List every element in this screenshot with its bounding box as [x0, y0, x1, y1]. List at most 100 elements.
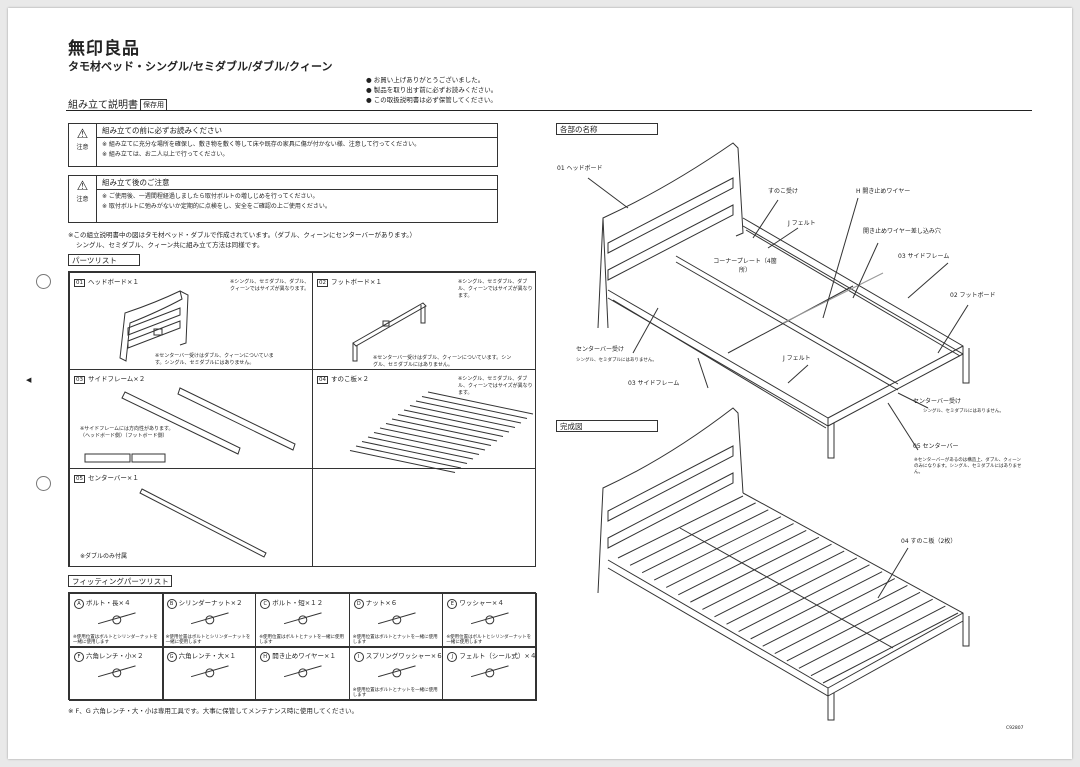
- parts-list-label: パーツリスト: [68, 254, 140, 266]
- complete-section-label: 完成図: [556, 420, 658, 432]
- part-name: サイドフレーム×２: [88, 375, 146, 383]
- fitting-name: 六角レンチ・大×１: [178, 652, 237, 660]
- headboard-drawing: [119, 290, 189, 362]
- punch-hole: [36, 274, 51, 289]
- slats-drawing: [349, 391, 534, 473]
- center-bar-drawing: [139, 488, 267, 558]
- header-note: ● 製品を取り出す前に必ずお読みください。: [366, 86, 498, 94]
- callout-footboard: 02 フットボード: [950, 292, 996, 299]
- bed-slat-line: [629, 502, 756, 566]
- part-number: 04: [317, 376, 328, 384]
- callout-headboard: 01 ヘッドボード: [557, 165, 603, 172]
- document-code: C92807: [1006, 726, 1024, 731]
- warning-line: ※ 組み立てに充分な場所を確保し、敷き物を敷く等して床や既存の家具に傷が付かない…: [102, 141, 421, 148]
- fitting-letter: H: [260, 652, 271, 662]
- fitting-name: ボルト・長×４: [86, 599, 131, 607]
- fitting-letter: C: [260, 599, 271, 609]
- part-number: 02: [317, 279, 328, 287]
- slat-line: [397, 414, 504, 437]
- bed-slat-line: [798, 598, 933, 669]
- names-section-label: 各部の名称: [556, 123, 658, 135]
- fitting-name: シリンダーナット×２: [178, 599, 243, 607]
- fitting-letter: I: [353, 652, 364, 662]
- header-note: ● お買い上げありがとうございました。: [366, 76, 485, 84]
- header-note: ● この取扱説明書は必ず保管してください。: [366, 96, 497, 104]
- fitting-letter: A: [74, 599, 84, 609]
- slat-line: [409, 405, 516, 428]
- bed-slat-line: [822, 612, 959, 684]
- fitting-drawing: [190, 612, 229, 625]
- slat-line: [391, 418, 498, 442]
- punch-hole: [36, 476, 51, 491]
- fitting-name: ワッシャー×４: [459, 599, 504, 607]
- part-number: 03: [74, 376, 85, 384]
- part-name: フットボード×１: [331, 278, 382, 286]
- part-number: 05: [74, 475, 85, 483]
- part-subnote: ※サイドフレームには方向性があります。（ヘッドボード側）（フットボード側）: [80, 426, 174, 439]
- bed-slat-line: [617, 495, 744, 559]
- slat-line: [403, 409, 510, 433]
- callout-side-frame-bottom: 03 サイドフレーム: [628, 380, 680, 387]
- callout-center-receiver-note: シングル、セミダブルにはありません。: [576, 358, 657, 363]
- callout-center-receiver-right-note: シングル、セミダブルにはありません。: [923, 409, 1004, 414]
- callout-side-frame-top: 03 サイドフレーム: [898, 253, 950, 260]
- callout-slat-rail: すのこ受け: [768, 188, 799, 195]
- warning-box-before: ⚠注意 組み立ての前に必ずお読みください ※ 組み立てに充分な場所を確保し、敷き…: [68, 123, 498, 167]
- slat-seam: [679, 527, 894, 649]
- warning-box-after: ⚠注意 組み立て後のご注意 ※ ご使用後、一週間程経過しましたら取付ボルトの増し…: [68, 175, 498, 223]
- fitting-letter: G: [166, 652, 177, 662]
- fitting-note: ※使用位置はボルトとシリンダーナットを一緒に使用します: [165, 635, 251, 645]
- callout-center-receiver-right: センターバー受け: [913, 398, 961, 405]
- bed-slat-line: [774, 585, 908, 655]
- warning-line: ※ ご使用後、一週間程経過しましたら取付ボルトの増しじめを行ってください。: [102, 193, 319, 200]
- fitting-name: 六角レンチ・小×２: [86, 652, 144, 660]
- fitting-name: ナット×６: [365, 599, 398, 607]
- fitting-letter: B: [166, 599, 177, 609]
- slat-line: [379, 427, 486, 451]
- fitting-drawing: [284, 612, 322, 625]
- assembly-note-line: ※この組立説明書中の図はタモ材ベッド・ダブルで作成されています。（ダブル、クィー…: [68, 231, 417, 239]
- part-subnote: ※センターバー受けはダブル、クィーンについています。シングル、セミダブルにはあり…: [155, 353, 274, 366]
- callout-wire: H 開き止めワイヤー: [856, 188, 911, 195]
- bed-slat-line: [641, 509, 769, 574]
- slat-line: [421, 396, 528, 419]
- part-number: 01: [74, 279, 85, 287]
- warning-title: 組み立て後のご注意: [97, 176, 497, 190]
- bed-slat-line: [666, 523, 794, 588]
- callout-wire-hole: 開き止めワイヤー差し込み穴: [863, 228, 941, 235]
- warning-icon: ⚠注意: [69, 176, 97, 222]
- warning-line: ※ 取付ボルトに弛みがないか定期的に点検をし、安全をご確認の上ご使用ください。: [102, 203, 331, 210]
- fitting-name: 開き止めワイヤー×１: [272, 652, 336, 660]
- fitting-drawing: [471, 612, 510, 625]
- callout-center-bar: 05 センターバー: [913, 443, 959, 450]
- warning-text: ※ ご使用後、一週間程経過しましたら取付ボルトの増しじめを行ってください。 ※ …: [102, 192, 493, 212]
- footboard-drawing: [352, 302, 427, 362]
- fitting-note: ※使用位置はボルトとシリンダーナットを一緒に使用します: [73, 635, 158, 645]
- bed-slat-line: [762, 578, 895, 647]
- part-subnote: ※ダブルのみ付属: [80, 553, 128, 560]
- product-subtitle: タモ材ベッド・シングル/セミダブル/ダブル/クィーン: [68, 60, 333, 73]
- manual-title-text: 組み立て説明書: [68, 100, 138, 111]
- warning-label: 注意: [76, 144, 89, 151]
- fitting-letter: J: [447, 652, 458, 662]
- warning-text: ※ 組み立てに充分な場所を確保し、敷き物を敷く等して床や既存の家具に傷が付かない…: [102, 140, 493, 160]
- fittings-list-label: フィッティングパーツリスト: [68, 575, 172, 587]
- fitting-letter: F: [74, 652, 84, 662]
- fitting-note: ※使用位置はボルトとナットを一緒に使用します: [352, 688, 438, 698]
- callout-corner-plate: コーナープレート（4箇所）: [713, 258, 777, 274]
